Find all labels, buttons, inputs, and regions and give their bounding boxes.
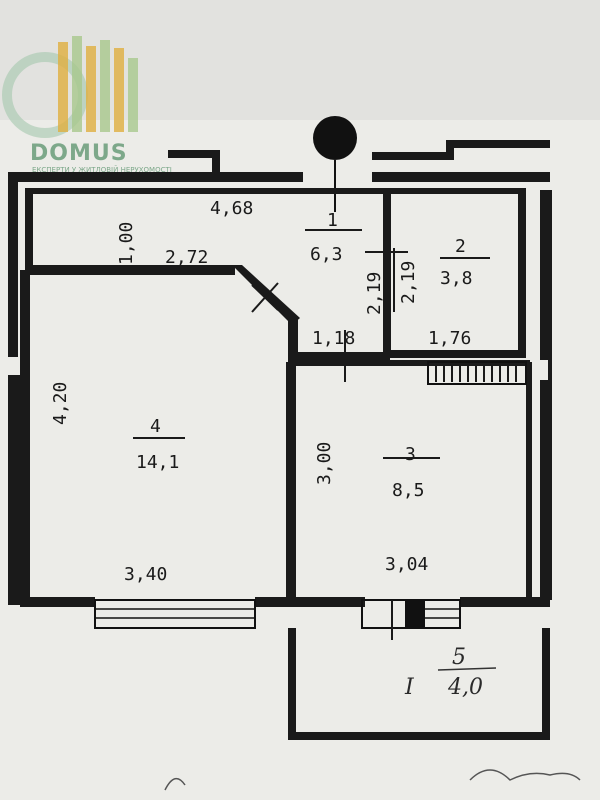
room-4-area: 14,1: [136, 452, 179, 473]
dim-room3-width: 3,04: [385, 554, 428, 575]
interior-walls: [25, 188, 532, 602]
ventilation-grille: [427, 361, 527, 385]
room-3-number: 3: [405, 444, 416, 465]
balcony-marker: I: [404, 675, 415, 700]
window-room4: [94, 599, 256, 629]
logo-tagline: ЕКСПЕРТИ У ЖИТЛОВІЙ НЕРУХОМОСТІ: [32, 165, 172, 174]
bottom-scribble: [164, 769, 581, 791]
dim-room4-top: 2,72: [165, 247, 208, 268]
room-2-area: 3,8: [440, 268, 473, 289]
riser-symbol: [313, 116, 357, 212]
room-1-number: 1: [327, 210, 338, 231]
dim-room1-height: 1,00: [116, 222, 137, 265]
dim-top-room1: 4,68: [210, 198, 253, 219]
dim-corridor-a: 2,19: [364, 272, 385, 315]
dim-corridor-width: 1,18: [312, 328, 355, 349]
logo-building-icon: [58, 36, 138, 132]
domus-logo: DOMUS ЕКСПЕРТИ У ЖИТЛОВІЙ НЕРУХОМОСТІ: [2, 36, 172, 174]
logo-brand: DOMUS: [30, 141, 128, 166]
room-3-area: 8,5: [392, 480, 425, 501]
room-4-number: 4: [150, 416, 161, 437]
balcony: [288, 600, 550, 740]
dimension-marks: [133, 229, 490, 459]
room-1-area: 6,3: [310, 244, 343, 265]
window-room3: [361, 599, 461, 629]
room-5-fraction-line: [437, 667, 497, 671]
dim-room4-width: 3,40: [124, 564, 167, 585]
room-5-number: 5: [452, 645, 466, 670]
dim-corridor-b: 2,19: [398, 261, 419, 304]
room-5-area: 4,0: [447, 675, 483, 700]
dim-room4-height: 4,20: [50, 382, 71, 425]
logo-globe: [2, 52, 88, 138]
room-2-number: 2: [455, 236, 466, 257]
dim-room3-height: 3,00: [314, 442, 335, 485]
outer-walls: [8, 140, 552, 607]
dim-room2-width: 1,76: [428, 328, 471, 349]
